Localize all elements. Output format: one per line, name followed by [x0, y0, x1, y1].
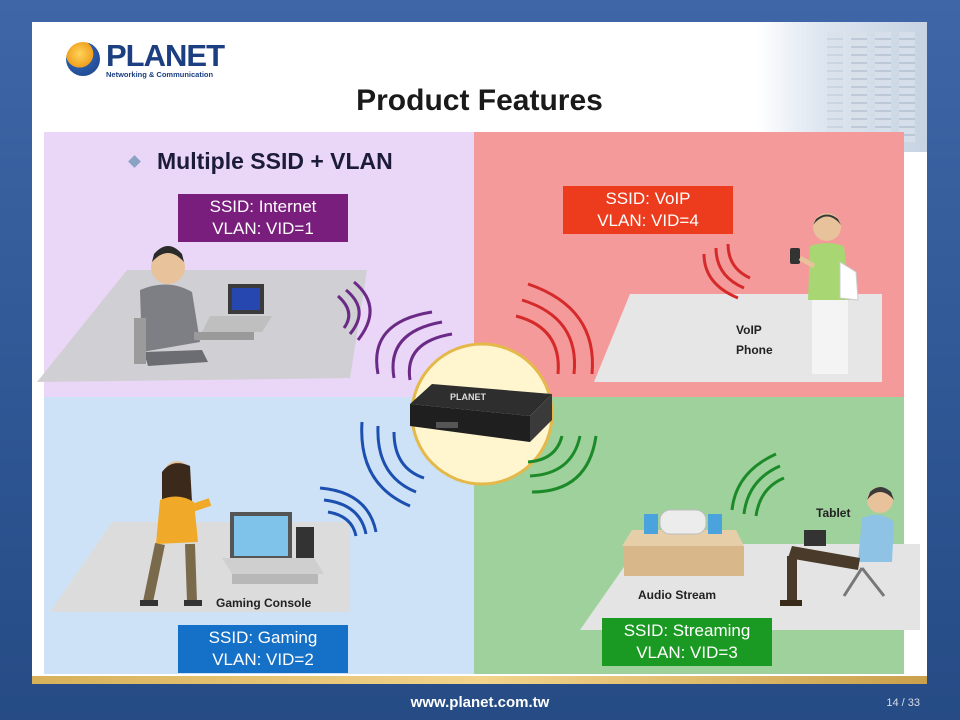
- ssid-internet: SSID: Internet: [209, 197, 317, 216]
- footer-accent-bar: [32, 676, 927, 684]
- footer-url: www.planet.com.tw: [410, 694, 550, 711]
- tv-console-illustration: [222, 512, 324, 584]
- page-number: 14 / 33: [886, 697, 920, 709]
- router-brand: PLANET: [450, 392, 487, 402]
- tablet-caption: Tablet: [816, 506, 851, 520]
- label-streaming: SSID: Streaming VLAN: VID=3: [602, 618, 772, 666]
- person-laptop-illustration: [134, 246, 272, 366]
- signal-arcs-streaming: [527, 435, 785, 517]
- ssid-streaming: SSID: Streaming: [623, 621, 751, 640]
- audio-stream-caption: Audio Stream: [638, 588, 717, 602]
- ssid-gaming: SSID: Gaming: [208, 628, 318, 647]
- diamond-bullet-icon: [128, 155, 141, 168]
- signal-arcs-voip: [515, 243, 751, 375]
- vlan-gaming: VLAN: VID=2: [212, 650, 314, 669]
- vlan-internet: VLAN: VID=1: [212, 219, 314, 238]
- router-illustration: PLANET: [410, 342, 554, 486]
- voip-caption-line2: Phone: [736, 343, 773, 357]
- voip-phone-caption: VoIP Phone: [736, 320, 773, 360]
- label-internet: SSID: Internet VLAN: VID=1: [178, 194, 348, 242]
- globe-icon: [66, 42, 100, 76]
- slide: PLANET Networking & Communication Produc…: [32, 22, 927, 684]
- signal-arcs-gaming: [319, 421, 425, 537]
- vlan-streaming: VLAN: VID=3: [636, 643, 738, 662]
- person-voip-illustration: [790, 213, 859, 374]
- feature-bullet-text: Multiple SSID + VLAN: [157, 148, 393, 174]
- feature-bullet: Multiple SSID + VLAN: [128, 148, 393, 175]
- network-illustration: PLANET: [37, 213, 920, 630]
- planet-logo: PLANET Networking & Communication: [66, 38, 226, 80]
- signal-arcs-internet: [336, 280, 453, 381]
- label-gaming: SSID: Gaming VLAN: VID=2: [178, 625, 348, 673]
- floor-internet: [37, 270, 367, 382]
- person-gaming-illustration: [140, 461, 212, 606]
- gaming-console-caption: Gaming Console: [216, 596, 312, 610]
- person-tablet-illustration: [780, 487, 894, 606]
- logo-wordmark: PLANET: [106, 38, 225, 73]
- label-voip: SSID: VoIP VLAN: VID=4: [563, 186, 733, 234]
- floor-voip: [594, 294, 882, 382]
- audio-stream-illustration: [622, 509, 744, 576]
- voip-caption-line1: VoIP: [736, 323, 762, 337]
- ssid-voip: SSID: VoIP: [605, 189, 691, 208]
- server-room-decoration: [757, 22, 927, 152]
- page-title: Product Features: [356, 84, 603, 117]
- logo-tagline: Networking & Communication: [106, 70, 214, 79]
- vlan-voip: VLAN: VID=4: [597, 211, 699, 230]
